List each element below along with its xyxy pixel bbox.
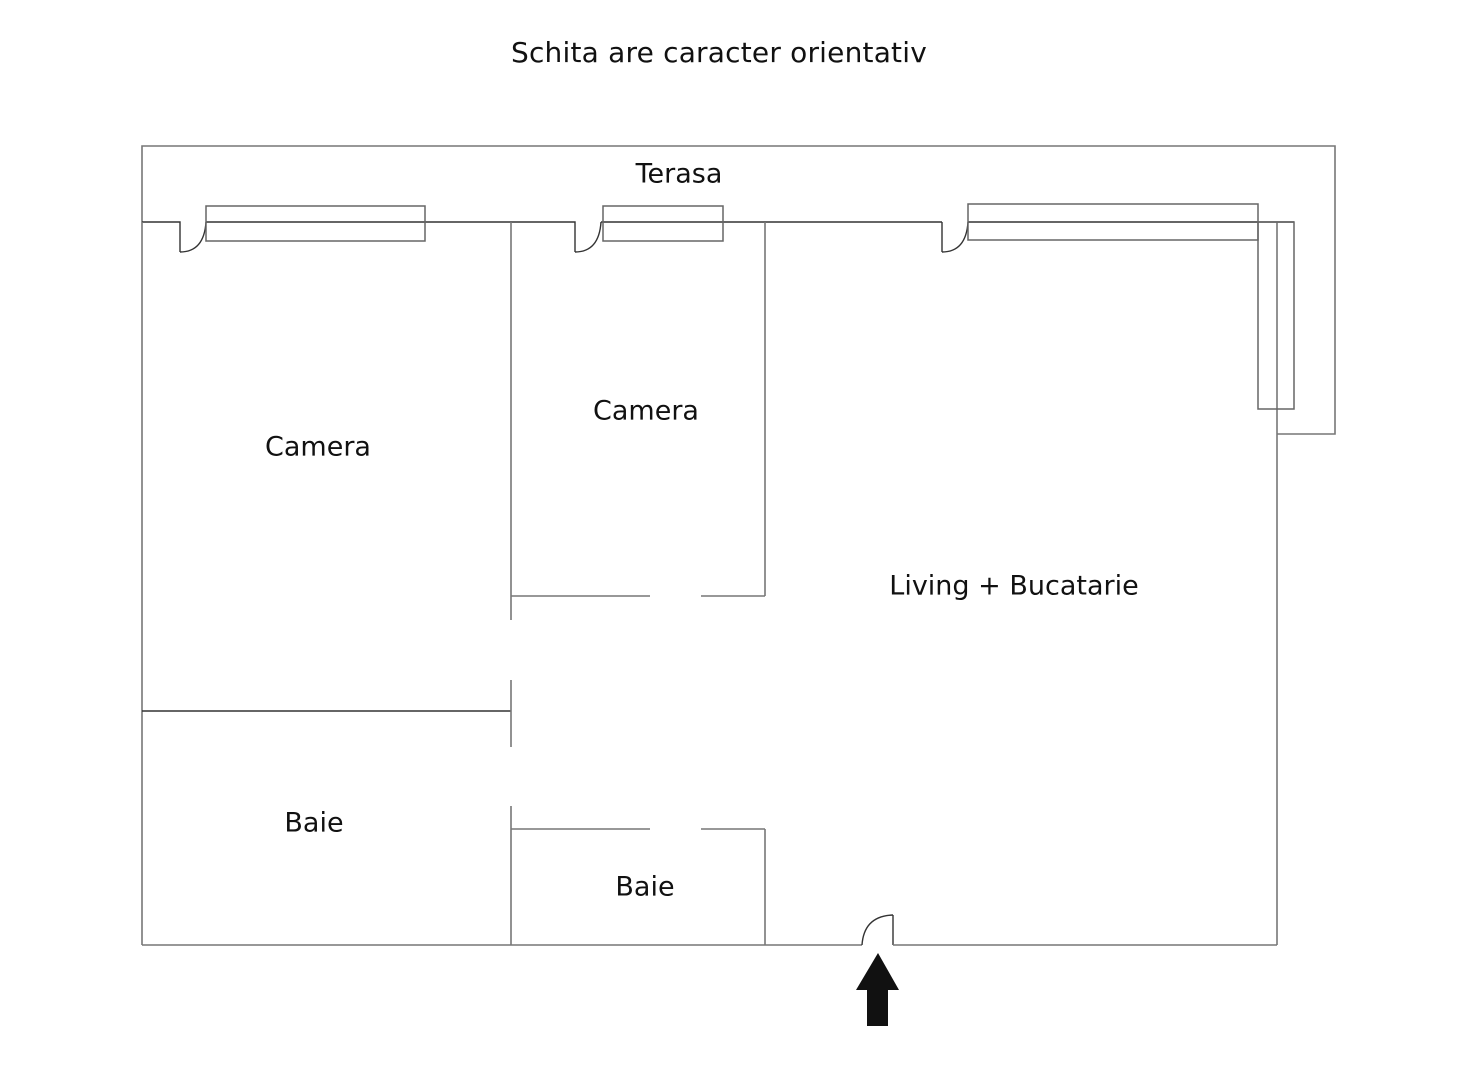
room-label-terasa: Terasa [635, 158, 723, 190]
room-label-baie-1: Baie [284, 807, 344, 839]
room-label-living: Living + Bucatarie [889, 570, 1139, 602]
exterior-walls [141, 221, 1294, 946]
room-label-camera-1: Camera [265, 431, 371, 463]
terrace-outline [141, 145, 1336, 435]
room-label-camera-2: Camera [593, 395, 699, 427]
page-title: Schita are caracter orientativ [510, 36, 927, 69]
room-label-baie-2: Baie [615, 871, 675, 903]
entrance-arrow-icon [856, 953, 899, 1026]
windows [205, 203, 1295, 410]
interior-walls [142, 222, 766, 945]
